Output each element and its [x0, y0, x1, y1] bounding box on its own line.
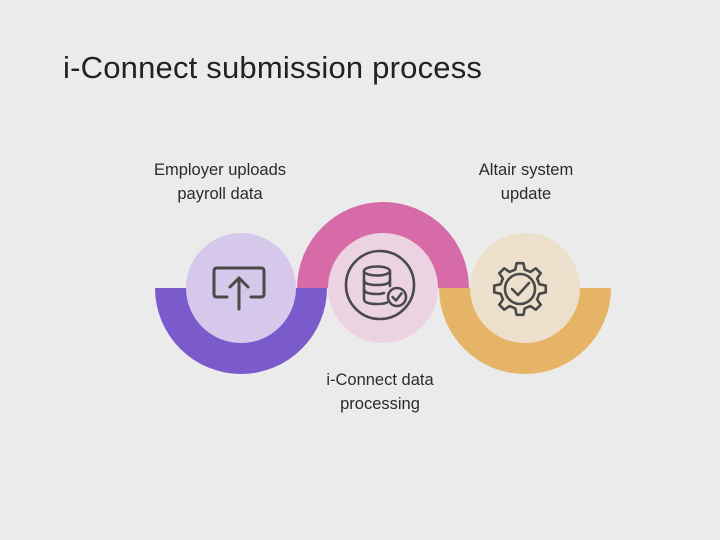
step-3-label: Altair system update: [426, 158, 626, 206]
step-1-label: Employer uploads payroll data: [120, 158, 320, 206]
gear-outline: [492, 261, 548, 317]
database-check-icon: [344, 249, 416, 321]
gear-check-icon: [492, 261, 548, 317]
step-1-circle: [186, 233, 296, 343]
step-2-circle: [328, 233, 438, 343]
diagram-title: i-Connect submission process: [63, 50, 483, 85]
step-3-label-line-2: update: [500, 185, 552, 203]
step-2-label: i-Connect data processing: [280, 368, 480, 416]
step-3-label-line-1: Altair system: [478, 161, 574, 179]
upload-icon: [212, 266, 266, 311]
step-1-arc: [155, 288, 327, 374]
step-1-label-line-2: payroll data: [177, 185, 263, 203]
step-1-label-line-1: Employer uploads: [153, 161, 287, 179]
step-3-arc: [439, 288, 611, 374]
step-2-label-line-1: i-Connect data: [326, 371, 434, 389]
step-2-label-line-2: processing: [340, 395, 420, 413]
step-2-arc: [297, 202, 469, 288]
